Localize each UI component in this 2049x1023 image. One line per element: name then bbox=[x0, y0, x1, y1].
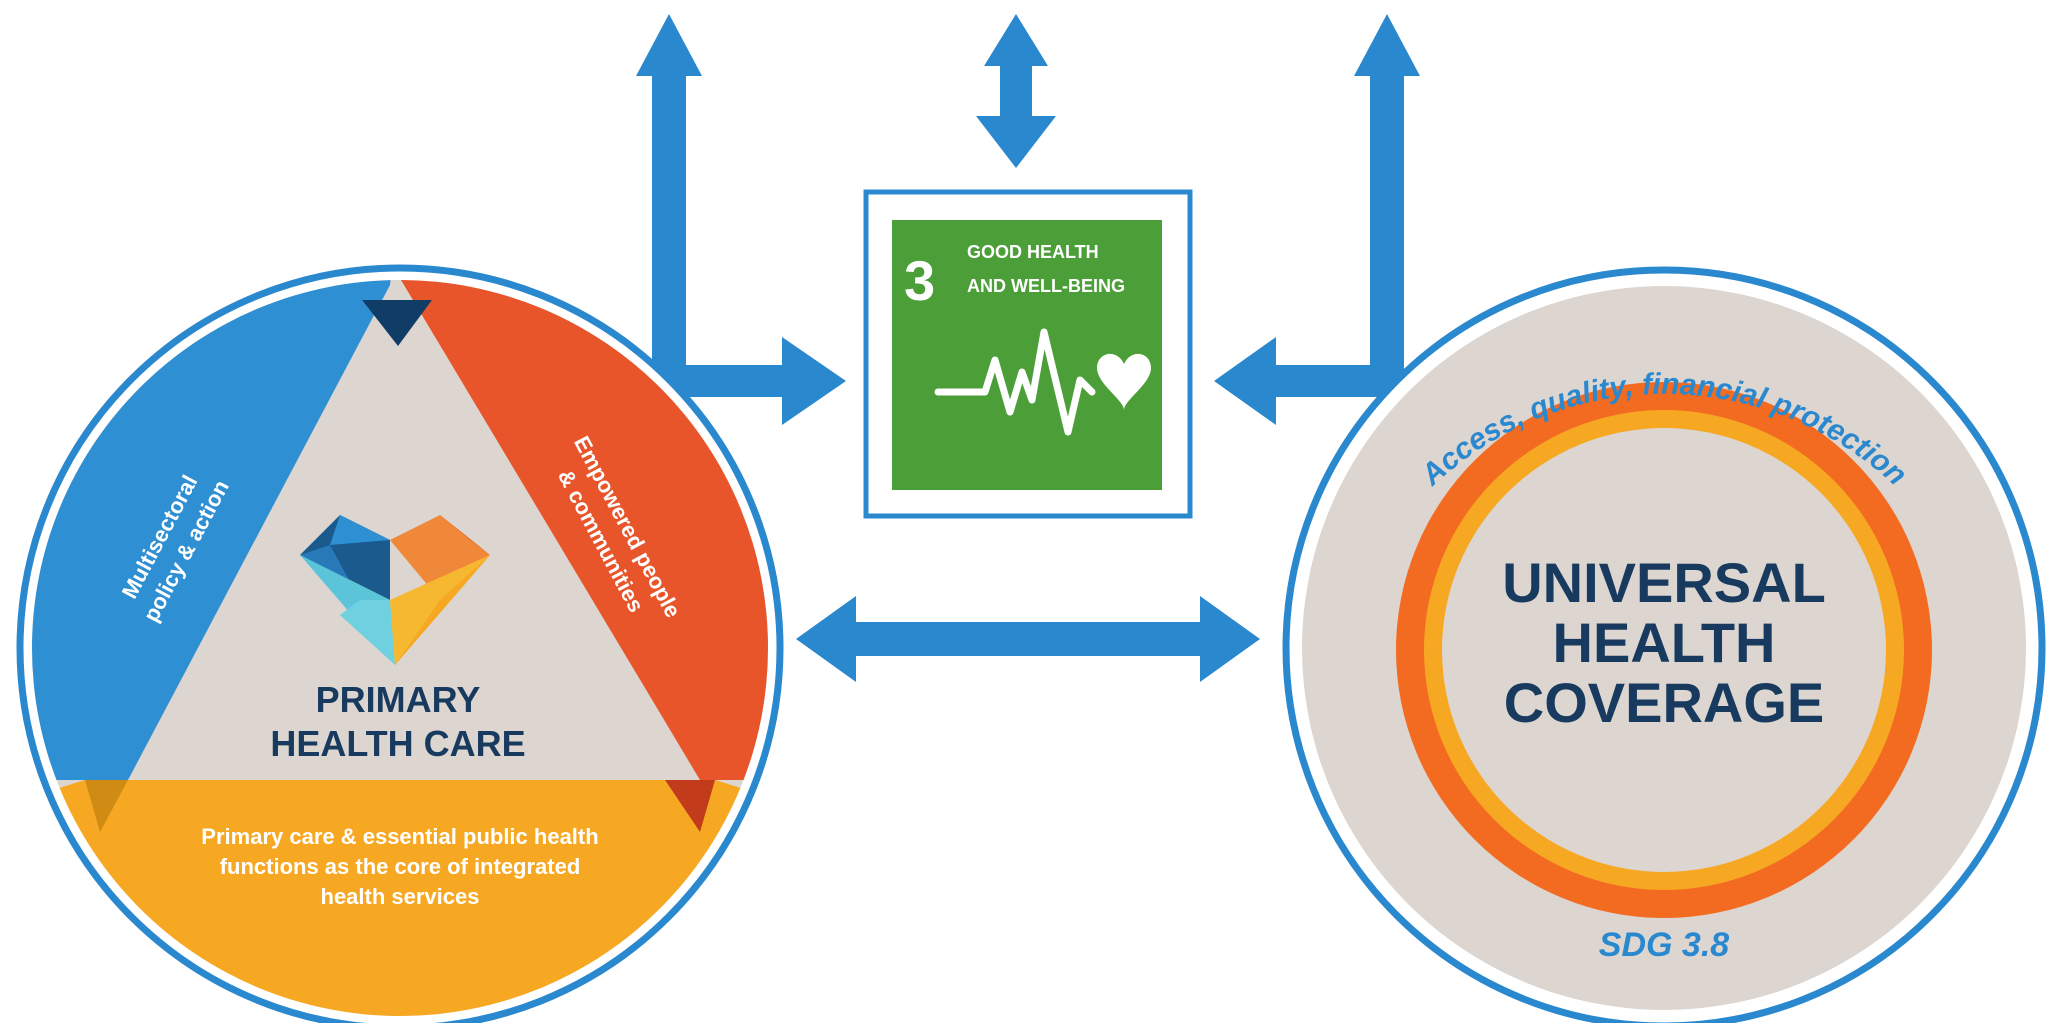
sdg3-number: 3 bbox=[904, 249, 935, 312]
uhc-circle: Access, quality, financial protection UN… bbox=[1282, 266, 2046, 1023]
top-center-double-arrow bbox=[976, 14, 1056, 168]
phc-top-dark-triangle bbox=[362, 300, 432, 346]
uhc-title-line3: COVERAGE bbox=[1504, 671, 1825, 734]
phc-heart-logo-icon bbox=[300, 515, 490, 665]
uhc-title-line1: UNIVERSAL bbox=[1502, 551, 1826, 614]
phc-bottom-segment-line2: functions as the core of integrated bbox=[220, 854, 581, 879]
phc-bottom-segment-line1: Primary care & essential public health bbox=[201, 824, 598, 849]
phc-circle: PRIMARY HEALTH CARE Multisectoral policy… bbox=[16, 264, 784, 1023]
sdg3-tile: 3 GOOD HEALTH AND WELL-BEING bbox=[863, 189, 1193, 519]
sdg3-title-line1: GOOD HEALTH bbox=[967, 242, 1099, 262]
phc-corner-right bbox=[665, 780, 715, 832]
top-left-up-arrow bbox=[636, 14, 702, 365]
sdg3-green-square bbox=[892, 220, 1162, 490]
phc-title-line2: HEALTH CARE bbox=[270, 723, 525, 764]
heartbeat-icon bbox=[934, 328, 1096, 436]
uhc-target-label: SDG 3.8 bbox=[1599, 926, 1729, 964]
phc-corner-left bbox=[85, 780, 128, 832]
phc-title-line1: PRIMARY bbox=[316, 679, 481, 720]
phc-bottom-segment-line3: health services bbox=[321, 884, 480, 909]
uhc-title-line2: HEALTH bbox=[1553, 611, 1776, 674]
sdg3-title-line2: AND WELL-BEING bbox=[967, 276, 1125, 296]
middle-double-arrow bbox=[796, 596, 1260, 682]
heart-icon bbox=[1097, 353, 1151, 410]
top-right-up-arrow bbox=[1354, 14, 1420, 365]
